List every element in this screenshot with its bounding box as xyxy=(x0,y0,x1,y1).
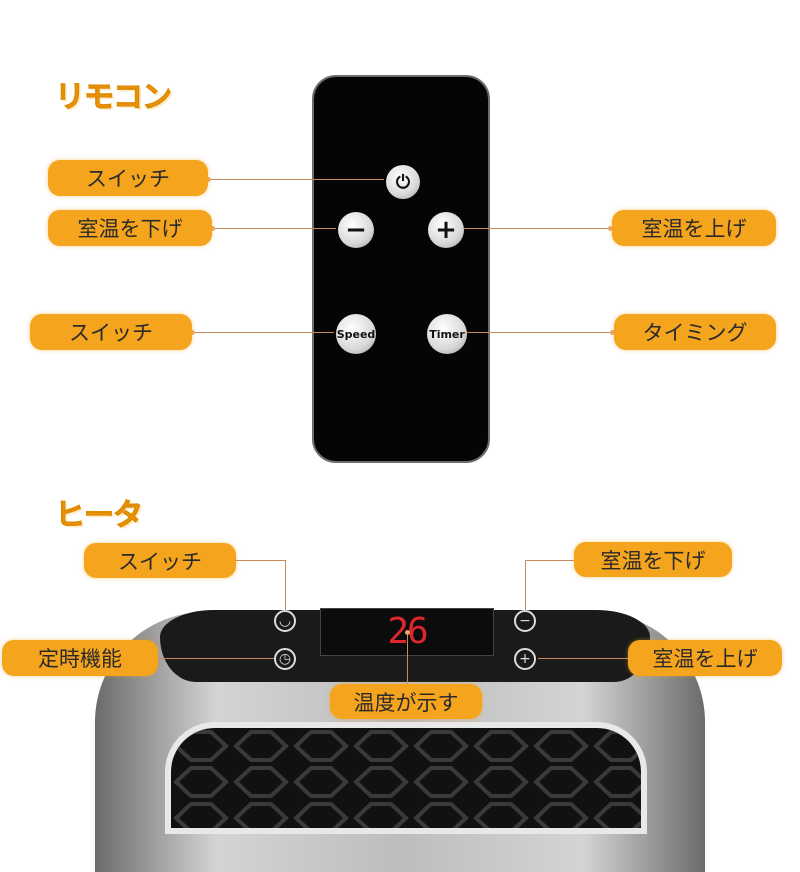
power-button[interactable]: ⏻ xyxy=(386,165,420,199)
label-remote-timing: タイミング xyxy=(614,314,776,350)
remote-title: リモコン xyxy=(55,80,173,116)
label-remote-switch: スイッチ xyxy=(48,160,208,196)
label-heater-temp-down: 室温を下げ xyxy=(574,542,732,577)
plus-icon: + xyxy=(519,651,531,667)
label-heater-temp-display: 温度が示す xyxy=(330,684,482,719)
label-heater-temp-up: 室温を上げ xyxy=(628,640,782,676)
heater-minus-button[interactable]: − xyxy=(514,610,536,632)
heater-power-button[interactable]: ◡ xyxy=(274,610,296,632)
label-remote-temp-down: 室温を下げ xyxy=(48,210,212,246)
clock-icon: ◷ xyxy=(278,651,292,667)
heater-title: ヒータ xyxy=(55,498,144,534)
power-icon: ◡ xyxy=(278,613,292,629)
label-heater-timer-function: 定時機能 xyxy=(2,640,158,676)
heater-timer-button[interactable]: ◷ xyxy=(274,648,296,670)
power-icon: ⏻ xyxy=(395,171,411,193)
minus-icon: − xyxy=(519,613,531,629)
plus-icon: + xyxy=(435,215,457,245)
heater-grille xyxy=(165,722,647,834)
heater-plus-button[interactable]: + xyxy=(514,648,536,670)
label-remote-switch-speed: スイッチ xyxy=(30,314,192,350)
label-remote-temp-up: 室温を上げ xyxy=(612,210,776,246)
timer-button[interactable]: Timer xyxy=(427,314,467,354)
hex-grille-pattern xyxy=(171,728,641,828)
minus-icon: − xyxy=(345,215,367,245)
speed-button[interactable]: Speed xyxy=(336,314,376,354)
label-heater-switch: スイッチ xyxy=(84,543,236,578)
remote-control: ⏻ − + Speed Timer xyxy=(312,75,490,463)
plus-button[interactable]: + xyxy=(428,212,464,248)
minus-button[interactable]: − xyxy=(338,212,374,248)
